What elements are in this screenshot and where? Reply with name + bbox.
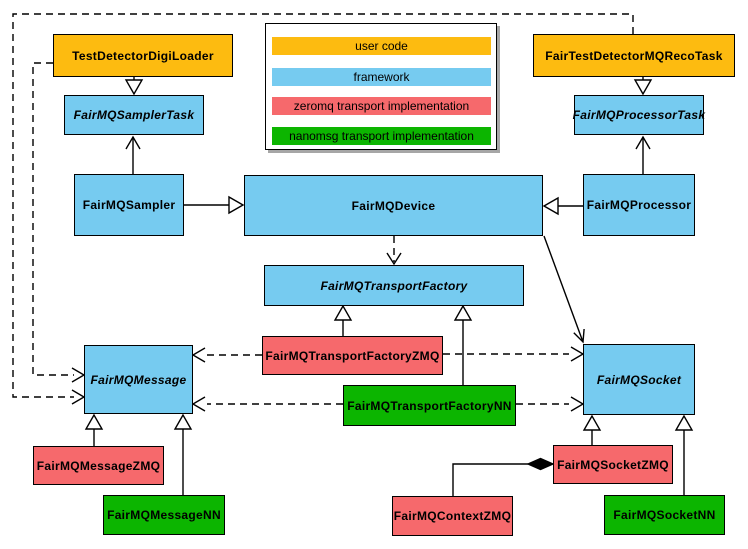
legend-item-framework: framework: [272, 68, 491, 86]
class-fairmqsocketzmq: FairMQSocketZMQ: [553, 445, 673, 484]
class-fairmqmessagezmq: FairMQMessageZMQ: [33, 446, 164, 485]
edge-sampler-samplertask: [125, 135, 141, 174]
edge-factoryzmq-factory: [333, 304, 353, 336]
edge-factoryzmq-socket: [443, 346, 585, 362]
edge-factorynn-message: [191, 396, 343, 412]
edge-messagezmq-message: [84, 413, 104, 446]
legend-item-zeromq: zeromq transport implementation: [272, 97, 491, 115]
legend-item-nanomsg: nanomsg transport implementation: [272, 127, 491, 145]
edge-factorynn-factory: [453, 304, 473, 385]
class-fairmqdevice: FairMQDevice: [244, 175, 543, 236]
class-fairmqsocketnn: FairMQSocketNN: [604, 495, 725, 535]
class-fairmqprocessor: FairMQProcessor: [583, 174, 695, 236]
class-fairtestdetectormqrecotask: FairTestDetectorMQRecoTask: [533, 34, 735, 77]
class-fairmqsamplertask: FairMQSamplerTask: [64, 95, 204, 135]
class-testdetectordigiloader: TestDetectorDigiLoader: [53, 34, 233, 77]
legend-box: user code framework zeromq transport imp…: [265, 23, 497, 150]
edge-factoryzmq-message: [191, 347, 262, 363]
class-fairmqcontextzmq: FairMQContextZMQ: [392, 496, 513, 536]
edge-device-transportfactory: [386, 236, 402, 266]
class-fairmqtransportfactorynn: FairMQTransportFactoryNN: [343, 385, 516, 426]
class-fairmqsocket: FairMQSocket: [583, 344, 695, 415]
edge-sampler-device: [184, 195, 245, 215]
edge-socketzmq-socket: [582, 414, 602, 445]
class-fairmqsampler: FairMQSampler: [74, 174, 184, 236]
class-fairmqprocessortask: FairMQProcessorTask: [573, 95, 705, 135]
edge-processor-processortask: [635, 135, 651, 174]
class-fairmqmessagenn: FairMQMessageNN: [103, 495, 225, 535]
edge-messagenn-message: [173, 413, 193, 495]
class-fairmqtransportfactory: FairMQTransportFactory: [264, 265, 524, 306]
edge-device-socket: [543, 235, 585, 344]
legend-item-user-code: user code: [272, 37, 491, 55]
class-fairmqmessage: FairMQMessage: [84, 345, 193, 414]
edge-digiloader-samplertask: [124, 77, 144, 96]
edge-socketnn-socket: [674, 414, 694, 495]
class-fairmqtransportfactoryzmq: FairMQTransportFactoryZMQ: [262, 336, 443, 375]
edge-recotask-processortask: [633, 77, 653, 96]
edge-processor-device: [542, 196, 583, 216]
edge-contextzmq-socketzmq: [452, 457, 555, 496]
edge-factorynn-socket: [516, 396, 585, 412]
